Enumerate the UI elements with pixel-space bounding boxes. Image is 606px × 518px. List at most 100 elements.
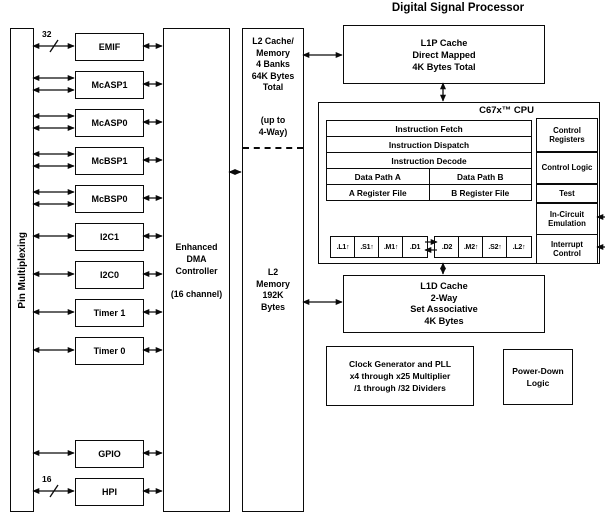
l2-cache-line-2: Memory	[256, 47, 290, 58]
l1p-line-3: 4K Bytes Total	[412, 61, 476, 72]
datapath-header-row: Data Path A Data Path B	[327, 168, 531, 184]
l1p-line-1: L1P Cache	[420, 37, 468, 48]
l2-cache-line-1: L2 Cache/	[252, 36, 294, 46]
cpu-title: C67x™ CPU	[479, 105, 534, 116]
cpu-pipeline-box: Instruction Fetch Instruction Dispatch I…	[326, 120, 532, 201]
l1d-line-1: L1D Cache	[420, 281, 468, 291]
l1d-line-3: Set Associative	[410, 304, 478, 314]
gpio-label: GPIO	[98, 449, 121, 459]
block-in-circuit-emulation: In-Circuit Emulation	[536, 203, 598, 235]
power-down-line-2: Logic	[526, 378, 550, 388]
datapath-a-label: Data Path A	[354, 171, 401, 182]
block-emif: EMIF	[75, 33, 144, 61]
block-i2c0: I2C0	[75, 261, 144, 289]
unit-l1: .L1↑	[330, 236, 356, 258]
instruction-fetch-row: Instruction Fetch	[395, 123, 463, 134]
l2-cache-line-3: 4 Banks	[256, 59, 290, 69]
l2-memory-line-1: L2	[267, 267, 279, 277]
clock-line-3: /1 through /32 Dividers	[354, 383, 446, 393]
block-timer0: Timer 0	[75, 337, 144, 365]
mcbsp0-label: McBSP0	[91, 194, 128, 204]
control-registers-label: Control Registers	[549, 125, 585, 145]
l2-memory-text: L2 Memory 192K Bytes	[243, 267, 303, 313]
l1d-line-4: 4K Bytes	[424, 315, 464, 326]
i2c1-label: I2C1	[99, 232, 119, 242]
l2-dashed-divider	[243, 147, 303, 149]
unit-s2: .S2↑	[482, 236, 508, 258]
pinmux-peripheral-arrows	[32, 43, 75, 494]
l2-cache-line-4: 64K Bytes	[251, 70, 295, 81]
instruction-decode-row: Instruction Decode	[327, 152, 531, 168]
unit-l1-label: .L1↑	[336, 243, 350, 251]
unit-m2-label: .M2↑	[463, 243, 479, 251]
l2-way-note-line-1: (up to	[260, 115, 286, 125]
dma-line-3: Controller	[175, 265, 218, 276]
unit-s1: .S1↑	[354, 236, 380, 258]
unit-d2: .D2	[434, 236, 460, 258]
timer0-label: Timer 0	[93, 346, 126, 356]
block-dma-controller: Enhanced DMA Controller (16 channel)	[163, 28, 230, 512]
emulation-label: In-Circuit Emulation	[548, 209, 586, 229]
block-mcasp1: McASP1	[75, 71, 144, 99]
mcasp1-label: McASP1	[91, 80, 128, 90]
l2-cache-line-5: Total	[262, 82, 284, 92]
block-mcbsp0: McBSP0	[75, 185, 144, 213]
bus-width-32-label: 32	[42, 29, 52, 39]
unit-s1-label: .S1↑	[360, 243, 374, 251]
l1d-line-2: 2-Way	[430, 292, 458, 303]
power-down-line-1: Power-Down	[512, 366, 564, 376]
emif-label: EMIF	[98, 42, 121, 52]
pin-multiplexing-label: Pin Multiplexing	[16, 231, 28, 309]
block-hpi: HPI	[75, 478, 144, 506]
test-label: Test	[559, 188, 575, 198]
unit-l2: .L2↑	[506, 236, 532, 258]
l2-memory-line-3: 192K	[262, 290, 284, 300]
unit-d1-label: .D1	[409, 243, 421, 251]
dma-line-2: DMA	[186, 253, 207, 264]
block-mcbsp1: McBSP1	[75, 147, 144, 175]
l2-way-note: (up to 4-Way)	[243, 115, 303, 138]
mcasp0-label: McASP0	[91, 118, 128, 128]
block-control-logic: Control Logic	[536, 152, 598, 184]
l2-way-note-line-2: 4-Way)	[258, 126, 288, 137]
diagram-title: Digital Signal Processor	[391, 2, 525, 14]
block-power-down-logic: Power-Down Logic	[503, 349, 573, 405]
l1p-line-2: Direct Mapped	[412, 49, 476, 60]
l2-memory-line-4: Bytes	[261, 301, 285, 312]
unit-d2-label: .D2	[441, 243, 453, 251]
control-logic-label: Control Logic	[541, 163, 593, 173]
bus-slash-marks	[49, 39, 59, 498]
clock-line-2: x4 through x25 Multiplier	[349, 371, 451, 381]
clock-line-1: Clock Generator and PLL	[348, 359, 452, 369]
block-clock-pll: Clock Generator and PLL x4 through x25 M…	[326, 346, 474, 406]
l2-cache-text: L2 Cache/ Memory 4 Banks 64K Bytes Total	[243, 36, 303, 94]
l2-memory-line-2: Memory	[256, 278, 290, 289]
unit-d1: .D1	[402, 236, 428, 258]
block-timer1: Timer 1	[75, 299, 144, 327]
i2c0-label: I2C0	[99, 270, 119, 280]
block-l2-memory: L2 Cache/ Memory 4 Banks 64K Bytes Total…	[242, 28, 304, 512]
regfile-a-label: A Register File	[348, 187, 407, 198]
block-mcasp0: McASP0	[75, 109, 144, 137]
unit-s2-label: .S2↑	[488, 243, 502, 251]
register-file-row: A Register File B Register File	[327, 184, 531, 200]
unit-m1-label: .M1↑	[383, 243, 399, 251]
block-l1d-cache: L1D Cache 2-Way Set Associative 4K Bytes	[343, 275, 545, 333]
bus-width-16-label: 16	[42, 474, 52, 484]
hpi-label: HPI	[101, 487, 117, 497]
peripheral-dma-arrows	[142, 43, 163, 494]
mcbsp1-label: McBSP1	[91, 156, 128, 166]
unit-m1: .M1↑	[378, 236, 404, 258]
dma-channel-note: (16 channel)	[170, 288, 223, 299]
block-interrupt-control: Interrupt Control	[536, 234, 598, 264]
block-control-registers: Control Registers	[536, 118, 598, 152]
interrupt-label: Interrupt Control	[550, 239, 584, 259]
regfile-b-label: B Register File	[428, 185, 532, 200]
unit-m2: .M2↑	[458, 236, 484, 258]
dma-line-1: Enhanced	[175, 241, 218, 252]
block-pin-multiplexing: Pin Multiplexing	[10, 28, 34, 512]
datapath-b-label: Data Path B	[428, 169, 532, 184]
instruction-dispatch-row: Instruction Dispatch	[327, 136, 531, 152]
unit-l2-label: .L2↑	[512, 243, 526, 251]
